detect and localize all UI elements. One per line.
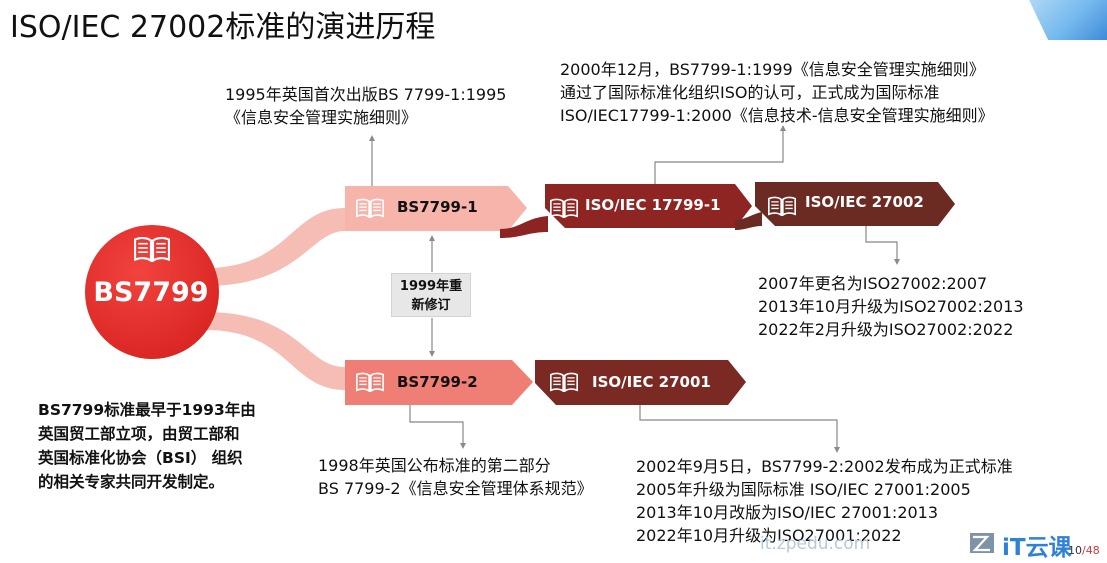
zp-logo-icon	[970, 533, 994, 553]
bs7799-2-shape	[345, 360, 533, 405]
note-bs7799-origin: BS7799标准最早于1993年由 英国贸工部立项，由贸工部和 英国标准化协会（…	[38, 401, 256, 491]
note-bs7799-2: 1998年英国公布标准的第二部分 BS 7799-2《信息安全管理体系规范》	[318, 456, 593, 498]
bs7799-circle	[85, 225, 219, 359]
connector-to-bs7799-2	[205, 312, 345, 390]
page-number: 10/48	[1068, 544, 1100, 557]
brand-logo-text: iT云课	[1002, 535, 1072, 561]
link-bs1-iso17799	[500, 216, 548, 238]
note-bs7799-1: 1995年英国首次出版BS 7799-1:1995 《信息安全管理实施细则》	[225, 85, 507, 127]
note-iso27001: 2002年9月5日，BS7799-2:2002发布成为正式标准 2005年升级为…	[636, 457, 1013, 545]
watermark: it.zpedu.com	[760, 534, 871, 554]
iso27001-label: ISO/IEC 27001	[592, 373, 711, 391]
iso27002-label: ISO/IEC 27002	[805, 193, 924, 211]
link-iso17799-iso27002	[735, 212, 762, 230]
bs7799-label: BS7799	[93, 277, 209, 308]
iso17799-shape	[545, 184, 752, 228]
bs7799-1-label: BS7799-1	[397, 198, 478, 216]
iso17799-label: ISO/IEC 17799-1	[585, 196, 721, 214]
revision-box: 1999年重 新修订	[391, 273, 471, 317]
connector-to-bs7799-1	[205, 208, 345, 286]
note-iso27002: 2007年更名为ISO27002:2007 2013年10月升级为ISO2700…	[758, 274, 1024, 339]
bs7799-2-label: BS7799-2	[397, 373, 478, 391]
iso27002-shape	[755, 182, 955, 226]
iso27001-shape	[535, 360, 746, 405]
bs7799-1-shape	[345, 186, 527, 231]
page-title: ISO/IEC 27002标准的演进历程	[10, 10, 436, 45]
note-iso17799: 2000年12月，BS7799-1:1999《信息安全管理实施细则》 通过了国际…	[560, 60, 994, 125]
